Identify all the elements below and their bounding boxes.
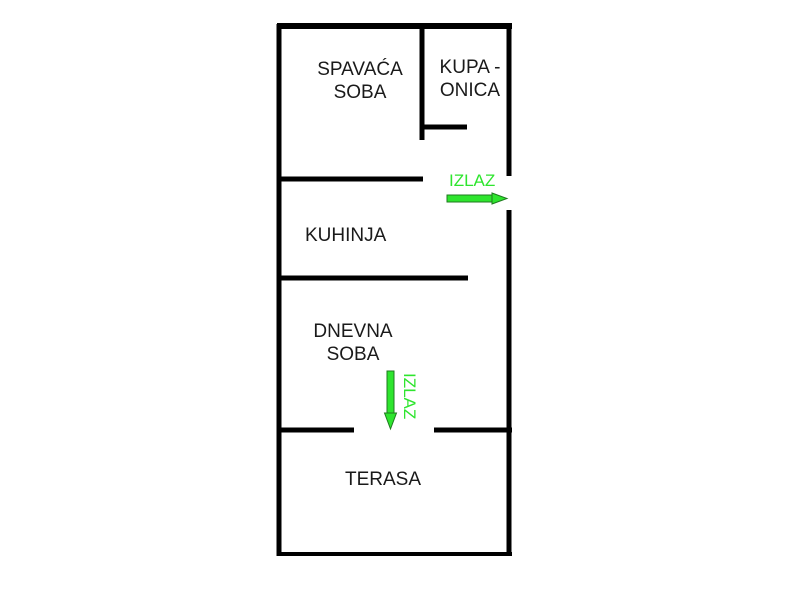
room-label-bedroom-line2: SOBA xyxy=(333,82,387,103)
room-label-bedroom-line1: SPAVAĆA xyxy=(317,59,403,80)
exit-arrow-south-shaft xyxy=(386,370,395,415)
room-label-bathroom: KUPA - ONICA xyxy=(430,56,510,102)
walls xyxy=(276,23,512,556)
room-label-bedroom: SPAVAĆA SOBA xyxy=(306,58,414,104)
room-label-living-line1: DNEVNA xyxy=(313,321,393,342)
room-label-terrace: TERASA xyxy=(345,469,422,490)
room-label-bathroom-line1: KUPA - xyxy=(439,57,501,78)
room-label-living-line2: SOBA xyxy=(326,344,380,365)
exit-arrows xyxy=(383,192,509,431)
exit-label-south: IZLAZ xyxy=(400,373,419,420)
room-label-living: DNEVNA SOBA xyxy=(299,320,407,366)
room-label-kitchen: KUHINJA xyxy=(305,225,387,246)
exit-arrow-east-head xyxy=(491,192,509,205)
room-label-bathroom-line2: ONICA xyxy=(439,80,501,101)
exit-arrow-east-shaft xyxy=(446,194,494,203)
exit-label-east: IZLAZ xyxy=(449,171,496,190)
exit-arrow-south-head xyxy=(383,412,398,431)
